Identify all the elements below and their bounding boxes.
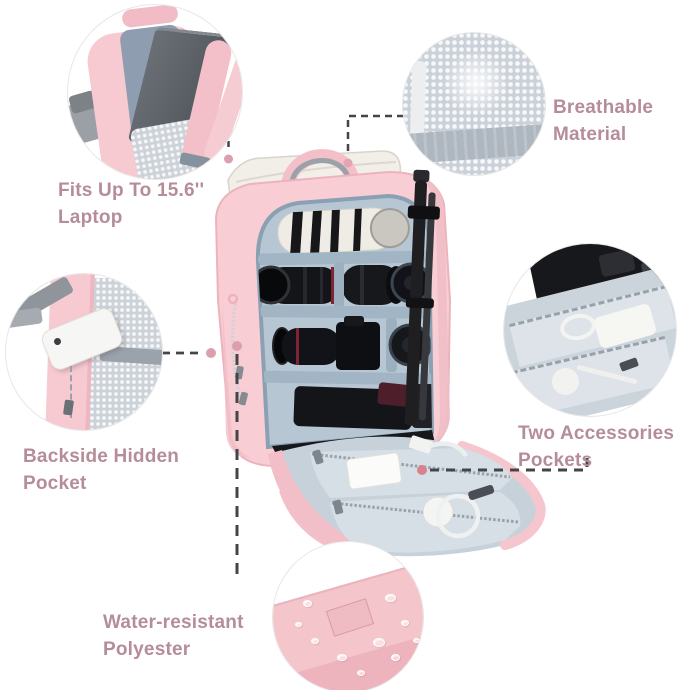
round-pod — [552, 368, 579, 395]
usb-plug — [408, 435, 433, 454]
coiled-cable — [435, 493, 481, 539]
feature-label-accessories: Two Accessories Pockets — [518, 420, 674, 474]
feature-label-line: Water-resistant — [103, 612, 244, 633]
leader-breathable — [346, 114, 404, 156]
accessory-pockets-inset — [503, 243, 677, 417]
white-adapter — [346, 452, 402, 490]
feature-label-line: Pockets — [518, 450, 593, 471]
feature-label-line: Material — [553, 124, 627, 145]
carry-handle — [281, 149, 359, 191]
feature-label-line: Two Accessories — [518, 423, 675, 444]
accessory-flap — [268, 435, 546, 557]
hidden-pocket-inset — [5, 273, 163, 431]
water-resistant-inset — [272, 541, 424, 690]
feature-label-breathable: Breathable Material — [553, 94, 653, 148]
feature-label-line: Fits Up To 15.6'' — [58, 180, 205, 201]
feature-label-backside: Backside Hidden Pocket — [23, 443, 179, 497]
laptop-compartment-inset — [67, 4, 243, 180]
feature-label-line: Polyester — [103, 639, 191, 660]
pocket-zipper — [70, 366, 72, 418]
feature-label-laptop: Fits Up To 15.6'' Laptop — [58, 177, 204, 231]
camera-compartment-contents — [257, 207, 432, 430]
camera-lenses-row — [257, 262, 432, 308]
feature-label-line: Laptop — [58, 207, 123, 228]
feature-label-water: Water-resistant Polyester — [103, 609, 244, 663]
feature-label-line: Breathable — [553, 97, 654, 118]
feature-label-line: Backside Hidden — [23, 446, 180, 467]
callout-dots — [206, 154, 427, 475]
feature-label-line: Pocket — [23, 473, 87, 494]
breathable-mesh-inset — [402, 32, 546, 176]
leader-accessories — [430, 457, 589, 472]
white-telephoto-lens — [277, 207, 410, 255]
side-zipper — [231, 299, 243, 400]
tripod — [404, 169, 440, 426]
